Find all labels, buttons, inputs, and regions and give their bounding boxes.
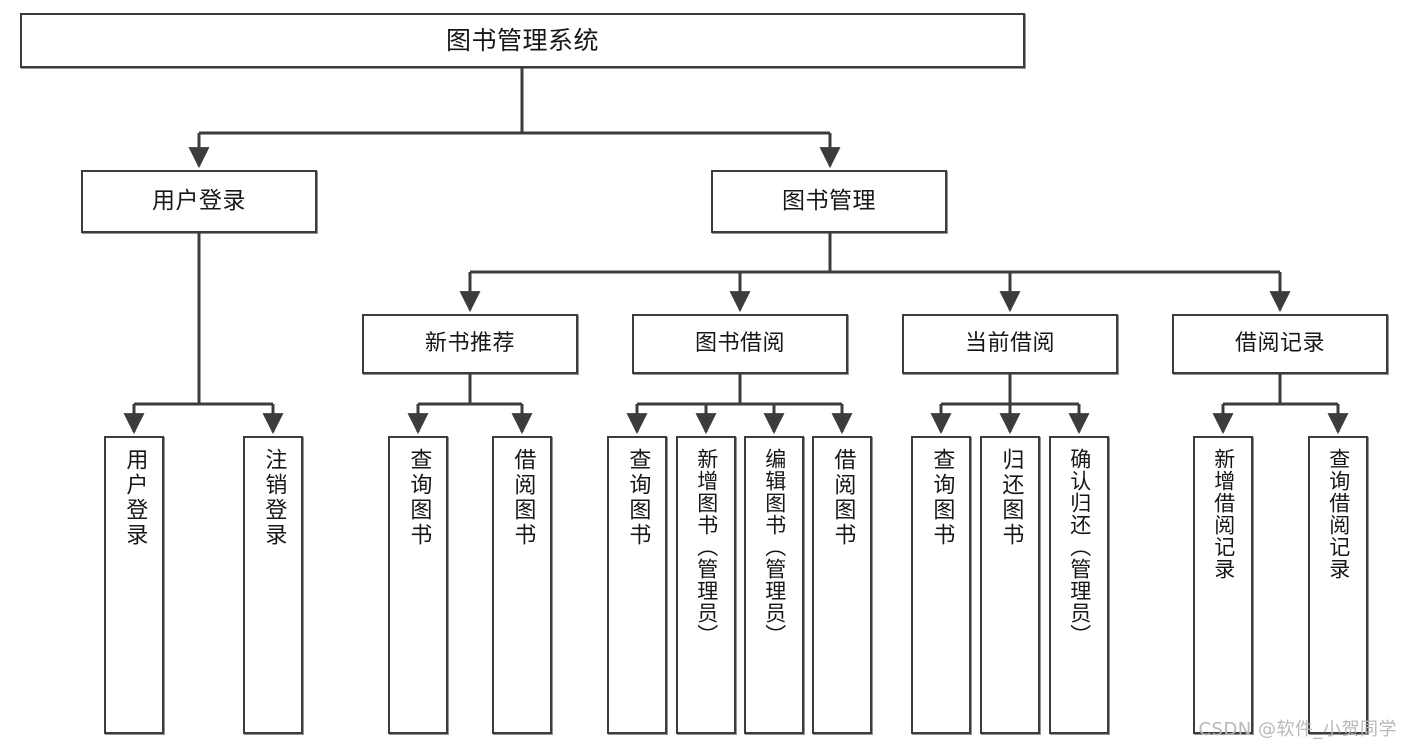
node-borrow-record-label: 借阅记录 [1234,331,1325,356]
node-leaf-user-logout[interactable]: 注销登录 [243,436,303,734]
node-leaf-current-query-book[interactable]: 查询图书 [911,436,971,734]
node-book-manage[interactable]: 图书管理 [711,170,947,233]
node-current-borrow-label: 当前借阅 [964,331,1055,356]
node-borrow-record[interactable]: 借阅记录 [1172,314,1388,374]
node-leaf-borrow-add-book-label: 新增图书（管理员） [694,448,719,646]
node-leaf-borrow-edit-book[interactable]: 编辑图书（管理员） [744,436,804,734]
node-leaf-current-return-book-label: 归还图书 [998,448,1024,548]
node-book-borrow-label: 图书借阅 [694,331,785,356]
node-leaf-recommend-borrow-book[interactable]: 借阅图书 [492,436,552,734]
node-leaf-record-query[interactable]: 查询借阅记录 [1308,436,1368,734]
node-book-manage-label: 图书管理 [782,188,876,214]
node-leaf-record-add-label: 新增借阅记录 [1211,448,1236,580]
node-leaf-user-login[interactable]: 用户登录 [104,436,164,734]
node-current-borrow[interactable]: 当前借阅 [902,314,1118,374]
node-leaf-current-confirm-return[interactable]: 确认归还（管理员） [1049,436,1109,734]
node-leaf-borrow-query-book-label: 查询图书 [625,448,651,548]
node-leaf-record-query-label: 查询借阅记录 [1326,448,1351,580]
node-leaf-borrow-borrow-book[interactable]: 借阅图书 [812,436,872,734]
node-user-login[interactable]: 用户登录 [81,170,317,233]
node-leaf-recommend-query-book[interactable]: 查询图书 [388,436,448,734]
node-leaf-borrow-add-book[interactable]: 新增图书（管理员） [676,436,736,734]
node-leaf-borrow-query-book[interactable]: 查询图书 [607,436,667,734]
node-leaf-recommend-borrow-book-label: 借阅图书 [510,448,536,548]
node-leaf-user-logout-label: 注销登录 [261,448,287,548]
node-root-label: 图书管理系统 [445,26,599,55]
csdn-watermark: CSDN @软件_小贺同学 [1198,719,1397,740]
node-new-book-recommend-label: 新书推荐 [424,331,515,356]
node-leaf-current-return-book[interactable]: 归还图书 [980,436,1040,734]
node-leaf-recommend-query-book-label: 查询图书 [406,448,432,548]
node-root-system[interactable]: 图书管理系统 [20,13,1025,68]
node-user-login-label: 用户登录 [152,188,246,214]
node-leaf-record-add[interactable]: 新增借阅记录 [1193,436,1253,734]
node-new-book-recommend[interactable]: 新书推荐 [362,314,578,374]
node-book-borrow[interactable]: 图书借阅 [632,314,848,374]
node-leaf-current-confirm-return-label: 确认归还（管理员） [1067,448,1092,646]
node-leaf-borrow-borrow-book-label: 借阅图书 [830,448,856,548]
node-leaf-borrow-edit-book-label: 编辑图书（管理员） [762,448,787,646]
node-leaf-user-login-label: 用户登录 [122,448,148,548]
node-leaf-current-query-book-label: 查询图书 [929,448,955,548]
